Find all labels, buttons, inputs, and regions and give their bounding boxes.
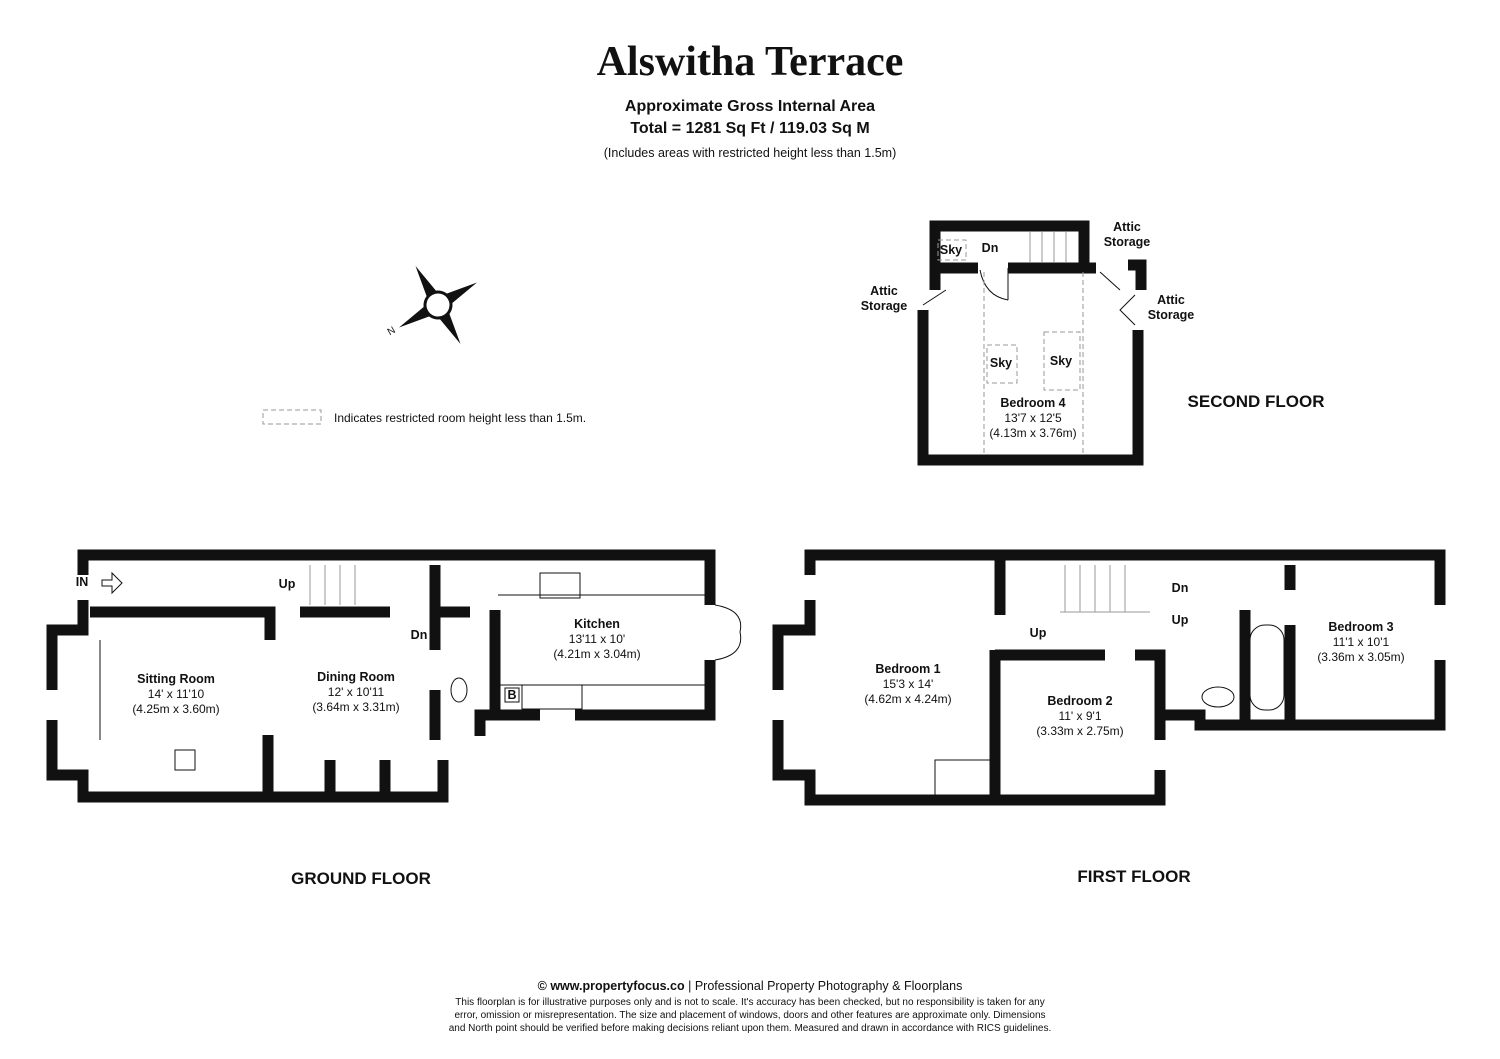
boiler-label: B	[507, 688, 517, 702]
label-sky: Sky	[939, 243, 963, 257]
area-heading: Approximate Gross Internal Area	[624, 98, 876, 115]
disclaimer-line: and North point should be verified befor…	[448, 1023, 1052, 1034]
page-title: Alswitha Terrace	[596, 39, 904, 85]
label-up: Up	[1029, 626, 1047, 640]
label-attic-storage: Attic Storage	[1103, 220, 1151, 249]
first-floor-label: FIRST FLOOR	[1077, 867, 1191, 886]
area-note: (Includes areas with restricted height l…	[603, 146, 897, 160]
label-attic-storage: Attic Storage	[1147, 293, 1195, 322]
legend-text: Indicates restricted room height less th…	[334, 411, 587, 425]
ground-floor-plan	[46, 549, 742, 803]
legend-swatch	[262, 409, 322, 425]
disclaimer-line: This floorplan is for illustrative purpo…	[455, 997, 1045, 1008]
second-floor-label: SECOND FLOOR	[1187, 392, 1325, 411]
entrance-label: IN	[75, 575, 89, 589]
label-up: Up	[278, 577, 296, 591]
first-floor-plan	[772, 549, 1446, 806]
compass-icon	[399, 266, 477, 344]
label-attic-storage: Attic Storage	[860, 284, 908, 313]
ground-floor-label: GROUND FLOOR	[291, 869, 431, 888]
label-dn: Dn	[1171, 581, 1189, 595]
second-floor-plan	[917, 220, 1147, 466]
disclaimer-line: error, omission or misrepresentation. Th…	[454, 1010, 1046, 1021]
area-total: Total = 1281 Sq Ft / 119.03 Sq M	[630, 120, 870, 137]
label-dn: Dn	[410, 628, 428, 642]
label-sky: Sky	[989, 356, 1013, 370]
label-up: Up	[1171, 613, 1189, 627]
label-sky: Sky	[1049, 354, 1073, 368]
footer-credit: © www.propertyfocus.co | Professional Pr…	[537, 979, 963, 993]
label-dn: Dn	[981, 241, 999, 255]
website-link[interactable]: © www.propertyfocus.co	[537, 979, 685, 993]
